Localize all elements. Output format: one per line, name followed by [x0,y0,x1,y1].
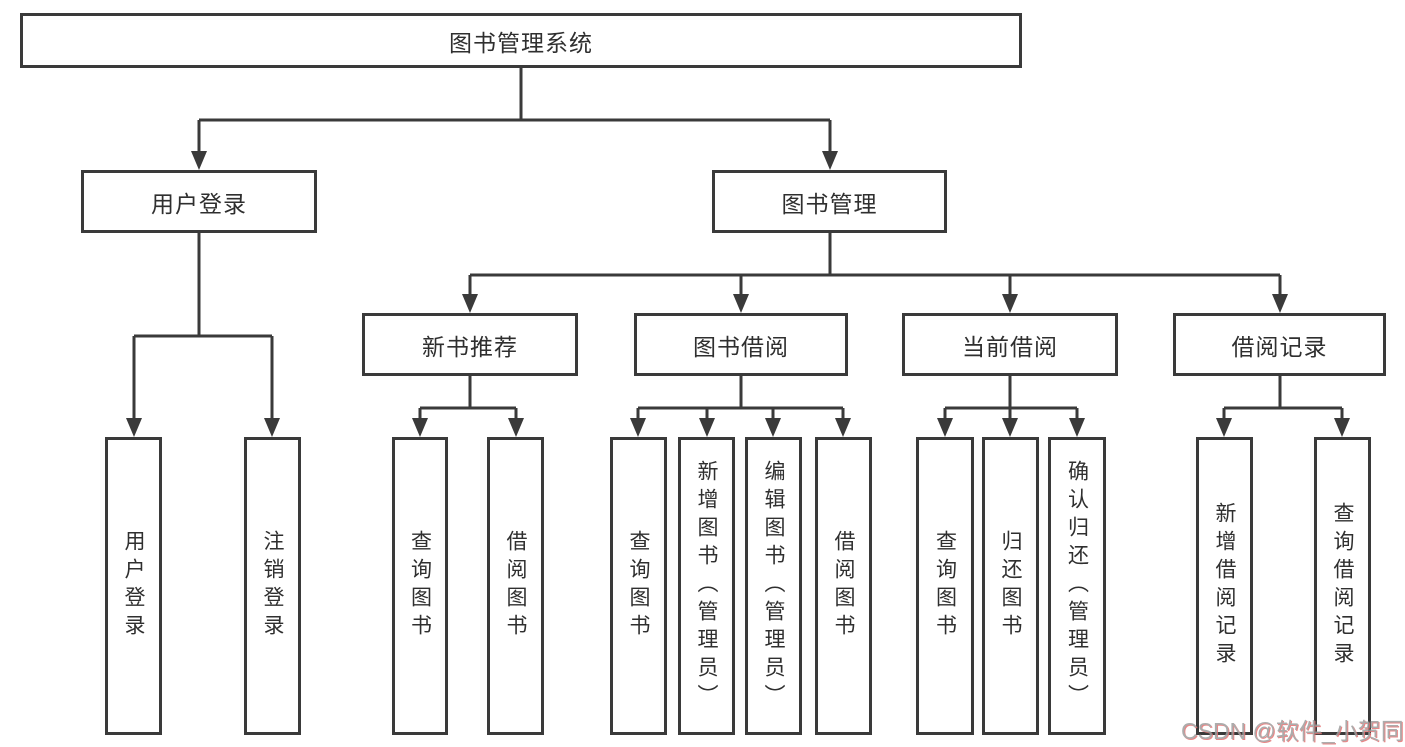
leaf-confirm-return-admin: 确认归还（管理员） [1048,437,1106,735]
leaf-borrow-books: 借阅图书 [815,437,872,735]
leaf-query-books-current: 查询图书 [916,437,974,735]
arrowhead [1069,418,1085,437]
arrowhead [835,418,851,437]
connector-path [418,406,518,421]
leaf-logout: 注销登录 [244,437,301,735]
leaf-return-books: 归还图书 [982,437,1039,735]
arrowhead [733,294,749,313]
arrowhead [1216,418,1232,437]
connector-path [132,233,274,421]
node-borrow-record: 借阅记录 [1173,313,1386,376]
arrowhead [412,418,428,437]
connector-path [1222,406,1344,421]
node-root: 图书管理系统 [20,13,1022,68]
csdn-watermark: CSDN @软件_小贺同学 [1181,718,1405,744]
arrowhead [822,151,838,170]
node-user-login: 用户登录 [81,170,317,233]
connector-path [636,406,845,421]
arrowhead [462,294,478,313]
leaf-user-login: 用户登录 [105,437,162,735]
node-current-borrow: 当前借阅 [902,313,1118,376]
leaf-query-borrow-record: 查询借阅记录 [1314,437,1371,735]
node-book-management: 图书管理 [712,170,947,233]
arrowhead [264,418,280,437]
node-new-book-recommend: 新书推荐 [362,313,578,376]
arrowhead [191,151,207,170]
leaf-borrow-books-recommend: 借阅图书 [487,437,544,735]
arrowhead [937,418,953,437]
arrowhead [1334,418,1350,437]
arrowhead [126,418,142,437]
arrowhead [699,418,715,437]
connector-path [468,233,1282,297]
leaf-edit-books-admin: 编辑图书（管理员） [745,437,802,735]
connector-path [468,376,1282,408]
arrowhead [1002,418,1018,437]
leaf-add-books-admin: 新增图书（管理员） [678,437,735,735]
arrowhead [765,418,781,437]
leaf-query-books-recommend: 查询图书 [392,437,448,735]
connector-path [943,406,1079,421]
arrowhead [1002,294,1018,313]
node-book-borrow: 图书借阅 [634,313,848,376]
leaf-add-borrow-record: 新增借阅记录 [1196,437,1253,735]
connector-path [197,68,832,154]
arrowhead [1272,294,1288,313]
arrowhead [630,418,646,437]
leaf-query-books-borrow: 查询图书 [610,437,667,735]
arrowhead [508,418,524,437]
